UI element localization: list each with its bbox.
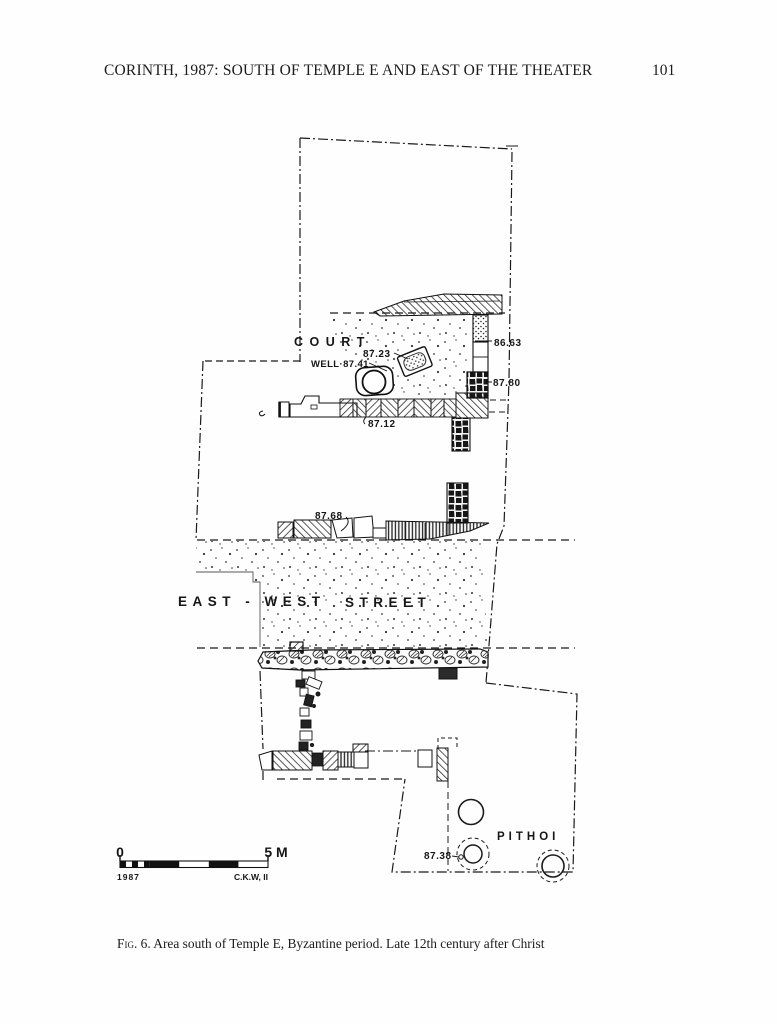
south-wall — [258, 743, 449, 782]
elevation-87-38: 87.38 — [424, 851, 452, 862]
draftsman-credit: C.K.W, II — [234, 872, 268, 882]
excavation-boundary-lines — [195, 137, 578, 873]
basin — [396, 346, 433, 377]
figure-caption-text: Area south of Temple E, Byzantine period… — [150, 936, 545, 951]
page-number: 101 — [652, 62, 676, 79]
elevation-87-23: 87.23 — [363, 349, 391, 360]
scale-five-m-label: 5 M — [264, 844, 287, 860]
street-label-street: STREET — [345, 595, 431, 610]
scale-zero-label: 0 — [116, 844, 124, 860]
scale-year-label: 1987 — [117, 872, 140, 882]
street-surface — [196, 541, 488, 647]
pithoi-circles — [451, 798, 570, 883]
elevation-87-12: 87.12 — [368, 419, 396, 430]
middle-wall — [277, 482, 490, 541]
north-diagonal-wall — [372, 293, 503, 317]
well — [354, 365, 395, 397]
well-label: WELL·87.41 — [311, 359, 369, 370]
figure-caption-number: Fig. 6. — [117, 936, 151, 951]
figure-caption: Fig. 6. Area south of Temple E, Byzantin… — [117, 936, 677, 952]
street-south-wall — [257, 641, 489, 680]
court-east-wall — [466, 314, 492, 399]
court-label: COURT — [294, 335, 371, 349]
elevation-87-80: 87.80 — [493, 378, 521, 389]
scale-bar: 0 5 M 1987 C.K.W, II — [116, 844, 288, 882]
elevation-86-63: 86.63 — [494, 338, 522, 349]
court-south-wall — [258, 392, 489, 452]
running-header: CORINTH, 1987: SOUTH OF TEMPLE E AND EAS… — [104, 62, 593, 79]
elevation-87-68: 87.68 — [315, 511, 343, 522]
pithoi-label: PITHOI — [497, 831, 559, 843]
stone-scatter-column — [295, 670, 323, 751]
court-features — [354, 346, 433, 397]
street-label-east-west: EAST - WEST — [178, 594, 326, 609]
plan-labels: COURT 87.23 WELL·87.41 86.63 87.80 87.12… — [178, 335, 559, 862]
